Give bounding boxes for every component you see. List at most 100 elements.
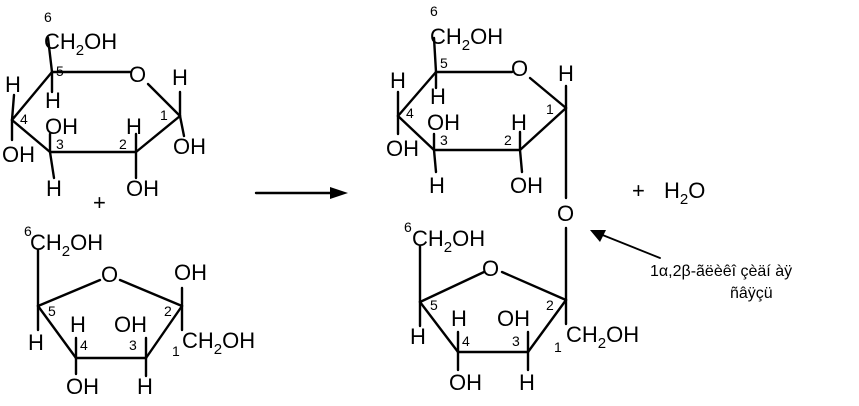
- suc-fru-bond-c3-c2: [526, 298, 568, 354]
- fru-num-4: 4: [80, 337, 88, 353]
- suc-glc-bond-o-c1: [528, 76, 568, 110]
- plus-sign-reactants: +: [93, 190, 106, 215]
- suc-glc-c3-oh: OH: [427, 110, 460, 135]
- sucrose-glucose-unit: 6 CH2OH 5 O H H H 1 4 OH H 2 3 OH H OH: [386, 3, 574, 198]
- annotation-line-1: 1α,2β-ãëèêî çèäí àÿ: [650, 263, 792, 280]
- glc-c5-h: H: [45, 88, 61, 113]
- glc-c4-h: H: [5, 72, 21, 97]
- fru-bond-c3-c2: [144, 304, 184, 360]
- glc-bond-c4-c3: [10, 118, 52, 154]
- suc-fru-c3-oh: OH: [497, 306, 530, 331]
- fru-c2-oh: OH: [174, 260, 207, 285]
- suc-fru-ch2oh-top: CH2OH: [412, 226, 485, 256]
- glucose-left: 6 CH2OH 5 O H 1 OH H H 4 OH H 2 OH 3 H O…: [2, 9, 206, 201]
- suc-fru-num-5: 5: [430, 297, 438, 313]
- fru-c4-h: H: [70, 312, 86, 337]
- fru-bond-c5-c4: [36, 304, 78, 360]
- fru-ring-o: O: [101, 262, 118, 287]
- plus-sign-products: +: [632, 178, 645, 203]
- glc-c2-h: H: [126, 114, 142, 139]
- fru-num-2: 2: [164, 303, 172, 319]
- fru-c5-h: H: [28, 330, 44, 355]
- suc-glc-num-2: 2: [504, 132, 512, 148]
- fru-c3-oh: OH: [114, 312, 147, 337]
- fru-bond-o-c2: [118, 278, 184, 308]
- suc-fru-bond-o-c2: [500, 270, 568, 302]
- fru-num-6: 6: [24, 223, 32, 239]
- suc-fru-c5-h: H: [410, 324, 426, 349]
- glc-c2-oh: OH: [126, 176, 159, 201]
- glc-num-6: 6: [44, 9, 52, 25]
- suc-fru-bond-c5-c4: [418, 300, 460, 354]
- suc-fru-num-3: 3: [512, 333, 520, 349]
- annotation-line-2: ñâÿçü: [730, 285, 773, 302]
- suc-glc-c4-h: H: [390, 68, 406, 93]
- suc-glc-bond-c3-h: [432, 148, 438, 174]
- glycosidic-oxygen: O: [557, 201, 574, 226]
- suc-glc-c1-h: H: [558, 61, 574, 86]
- suc-fru-num-6: 6: [404, 219, 412, 235]
- glc-c3-oh: OH: [45, 114, 78, 139]
- glc-num-2: 2: [119, 136, 127, 152]
- glc-num-3: 3: [56, 136, 64, 152]
- suc-glc-c3-h: H: [429, 173, 445, 198]
- suc-fru-num-4: 4: [462, 333, 470, 349]
- suc-glc-bond-c4-c3: [396, 114, 436, 152]
- fru-num-1: 1: [172, 343, 180, 359]
- fru-num-5: 5: [48, 303, 56, 319]
- suc-glc-num-5: 5: [440, 55, 448, 71]
- glc-bond-c1-oh: [178, 114, 186, 138]
- suc-glc-num-6: 6: [430, 3, 438, 19]
- suc-fru-ch2oh-c1: CH2OH: [566, 322, 639, 352]
- suc-glc-ch2oh: CH2OH: [430, 24, 503, 54]
- glc-c4-oh: OH: [2, 142, 35, 167]
- glc-c1-h: H: [172, 65, 188, 90]
- glc-bond-c4-h: [10, 93, 16, 122]
- bond-annotation: 1α,2β-ãëèêî çèäí àÿ ñâÿçü: [590, 230, 792, 302]
- glc-num-5: 5: [56, 63, 64, 79]
- glc-ch2oh-ch: CH2OH: [44, 29, 117, 59]
- reaction-arrow: [254, 187, 348, 199]
- suc-fru-c4-h: H: [451, 306, 467, 331]
- suc-glc-ring-o: O: [511, 56, 528, 81]
- annotation-arrow-head: [590, 230, 606, 242]
- suc-glc-num-4: 4: [406, 105, 414, 121]
- glc-bond-c2-c1: [134, 114, 182, 154]
- suc-fru-bond-o-c5: [418, 270, 486, 304]
- glc-c3-h: H: [46, 176, 62, 201]
- suc-glc-c2-h: H: [511, 110, 527, 135]
- glc-num-1: 1: [160, 107, 168, 123]
- water-formula: H2O: [664, 178, 705, 208]
- suc-glc-num-1: 1: [546, 101, 554, 117]
- glc-ring-o: O: [129, 62, 146, 87]
- suc-glc-bond-c5-c6: [432, 36, 438, 74]
- suc-fru-ring-o: O: [482, 256, 499, 281]
- suc-glc-bond-c2-c1: [518, 106, 568, 152]
- suc-fru-c3-h: H: [519, 370, 535, 395]
- glc-bond-c5-c4: [10, 70, 54, 122]
- suc-fru-num-2: 2: [546, 297, 554, 313]
- fru-c3-h: H: [137, 374, 153, 399]
- glc-bond-c3-h: [48, 150, 56, 180]
- fru-num-3: 3: [129, 337, 137, 353]
- fru-bond-o-c5: [36, 278, 102, 308]
- suc-glc-c5-h: H: [430, 84, 446, 109]
- suc-glc-bond-c2-oh: [518, 148, 524, 174]
- suc-fru-c4-oh: OH: [449, 370, 482, 395]
- fru-ch2oh-c1: CH2OH: [182, 328, 255, 358]
- suc-glc-c2-oh: OH: [510, 173, 543, 198]
- fru-ch2oh-top: CH2OH: [30, 230, 103, 260]
- fructose-left: 6 CH2OH O OH 5 2 H OH H 4 3 CH2OH 1 OH H: [24, 223, 255, 399]
- annotation-arrow-shaft: [599, 233, 661, 259]
- suc-glc-c4-oh: OH: [386, 136, 419, 161]
- suc-fru-num-1: 1: [554, 339, 562, 355]
- glc-num-4: 4: [20, 111, 28, 127]
- glc-c1-oh: OH: [173, 134, 206, 159]
- glc-bond-o-c1: [146, 82, 182, 118]
- suc-glc-num-3: 3: [440, 132, 448, 148]
- glc-bond-c5-c6: [46, 36, 54, 74]
- reaction-arrow-head: [330, 187, 348, 199]
- suc-glc-bond-c5-c4: [396, 70, 438, 118]
